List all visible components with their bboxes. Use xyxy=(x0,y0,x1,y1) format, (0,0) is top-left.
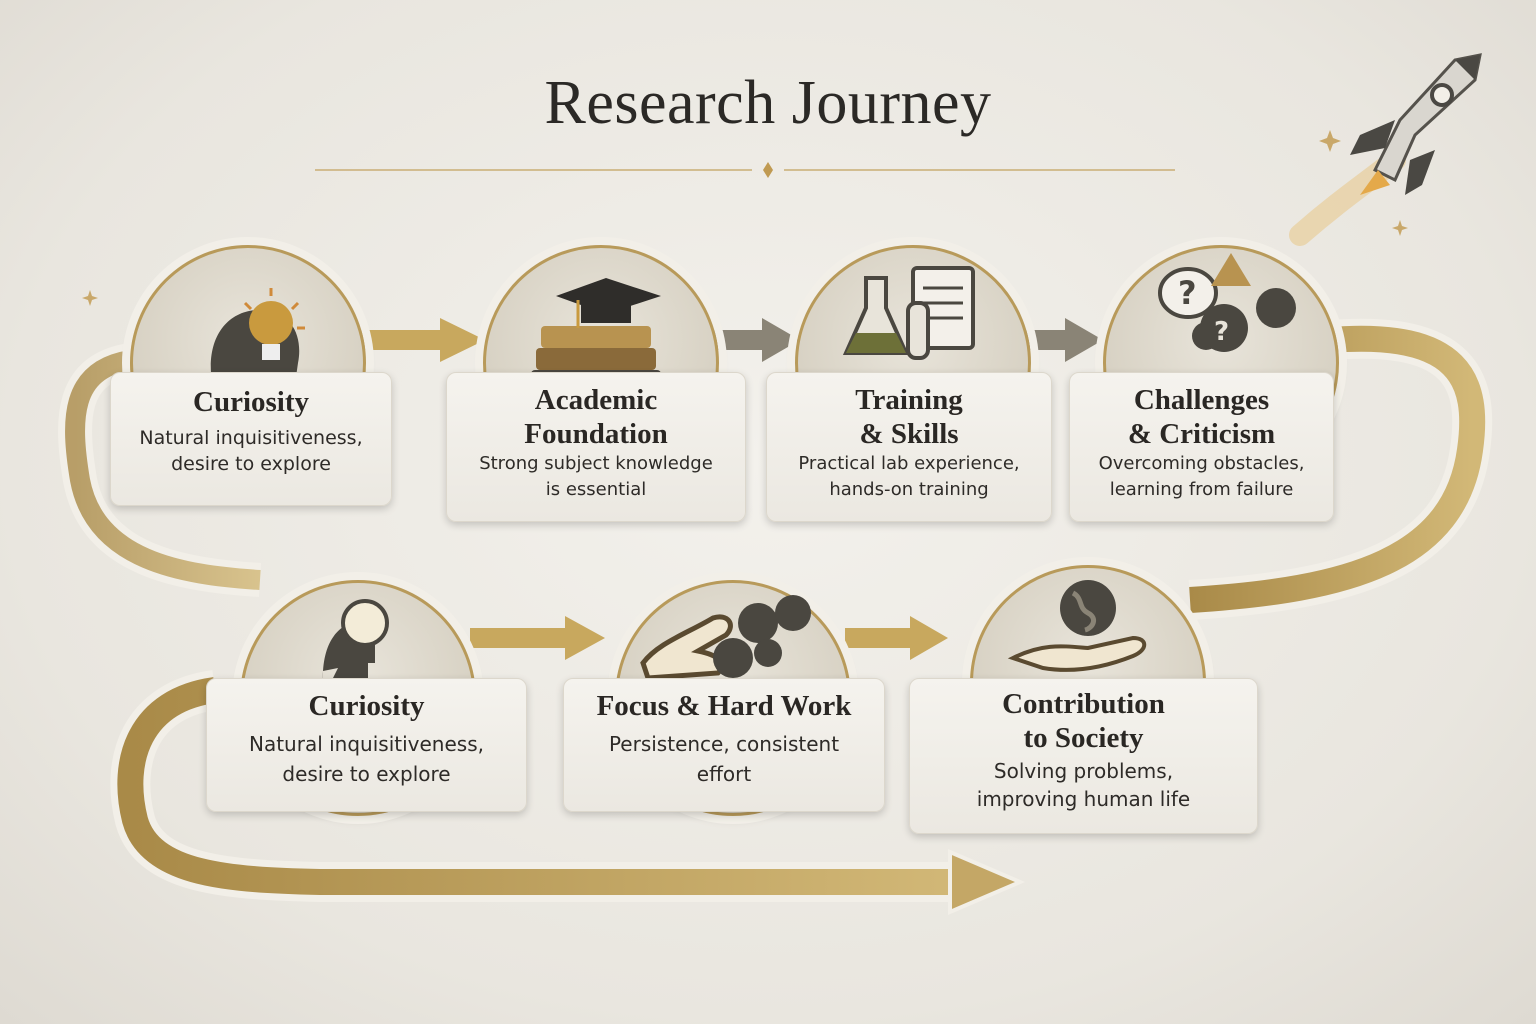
step-description: Persistence, consistent effort xyxy=(608,732,840,786)
step-title: Curiosity xyxy=(193,386,309,418)
step-description: Natural inquisitiveness, desire to explo… xyxy=(139,427,363,475)
step-title: Curiosity xyxy=(308,690,425,722)
svg-text:?: ? xyxy=(1178,274,1197,312)
step-description: Practical lab experience, hands-on train… xyxy=(798,453,1020,500)
arrow-3-4 xyxy=(1025,318,1103,362)
step-description: Solving problems, improving human life xyxy=(976,759,1191,811)
step-title: Contribution xyxy=(1002,688,1165,720)
step-card-contribution-society: Contribution to Society Solving problems… xyxy=(909,678,1258,834)
divider-diamond-icon xyxy=(763,162,773,178)
lab-flask-clipboard-icon xyxy=(842,266,975,360)
bottom-arrowhead-icon xyxy=(948,848,1026,916)
step-card-curiosity: Curiosity Natural inquisitiveness, desir… xyxy=(110,372,392,506)
step-title: Challenges xyxy=(1133,384,1270,416)
step-card-training-skills: Training & Skills Practical lab experien… xyxy=(766,372,1052,522)
step-card-academic-foundation: Academic Foundation Strong subject knowl… xyxy=(446,372,746,522)
step-card-curiosity-2: Curiosity Natural inquisitiveness, desir… xyxy=(206,678,527,812)
arrow-6-7 xyxy=(845,616,948,660)
head-lightbulb-icon xyxy=(322,599,389,683)
step-card-focus-hard-work: Focus & Hard Work Persistence, consisten… xyxy=(563,678,885,812)
step-title: Focus & Hard Work xyxy=(596,690,852,722)
svg-text:?: ? xyxy=(1214,317,1229,347)
arrow-1-2 xyxy=(355,318,485,362)
step-title-line2: & Skills xyxy=(859,418,959,450)
step-title-line2: Foundation xyxy=(524,418,668,450)
page-title: Research Journey xyxy=(544,69,992,137)
hand-globe-icon xyxy=(1007,580,1147,672)
sparkle-icons xyxy=(82,130,1408,306)
rocket-icon xyxy=(1289,53,1482,246)
arm-gears-icon xyxy=(640,595,811,681)
step-title-line2: to Society xyxy=(1023,722,1144,754)
step-title: Training xyxy=(855,384,963,416)
step-card-challenges-criticism: Challenges & Criticism Overcoming obstac… xyxy=(1069,372,1334,522)
question-gears-icon: ?? xyxy=(1158,253,1296,352)
step-title-line2: & Criticism xyxy=(1127,418,1276,450)
arrow-5-6 xyxy=(470,616,605,660)
step-title: Academic xyxy=(534,384,658,416)
step-description: Strong subject knowledge is essential xyxy=(479,453,713,500)
step-description: Overcoming obstacles, learning from fail… xyxy=(1098,453,1305,500)
arrow-2-3 xyxy=(712,318,800,362)
step-description: Natural inquisitiveness, desire to explo… xyxy=(249,732,484,786)
